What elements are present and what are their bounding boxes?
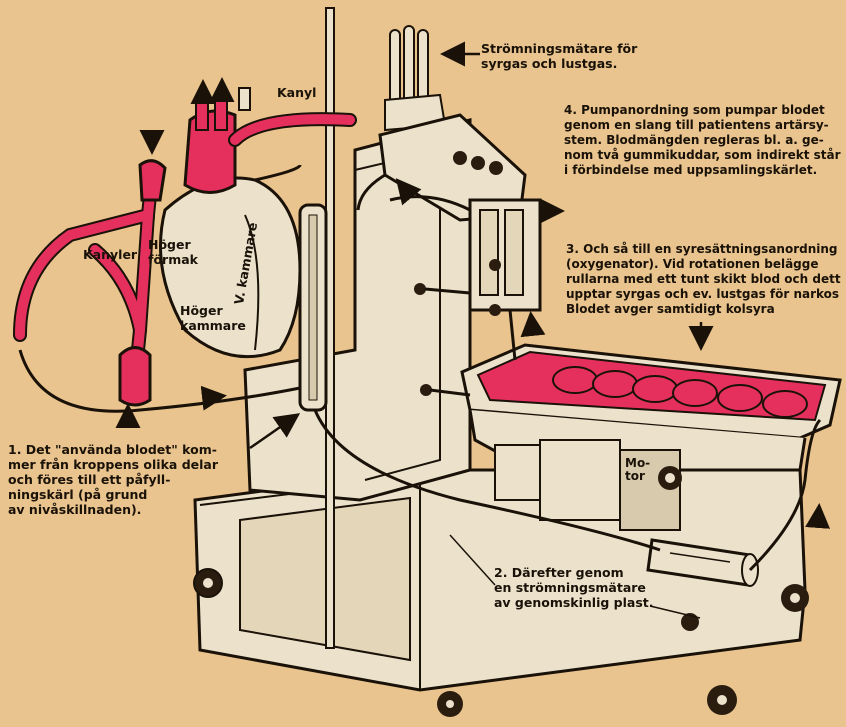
step-4-line3: stem. Blodmängden regleras bl. a. ge- bbox=[564, 133, 841, 148]
step-2-line3: av genomskinlig plast. bbox=[494, 595, 654, 610]
vena-cava-inferior bbox=[120, 348, 150, 406]
right-atrium-label-line1: Höger bbox=[148, 237, 198, 252]
step-4-line1: 4. Pumpanordning som pumpar blodet bbox=[564, 103, 841, 118]
step-1-line4: ningskärl (på grund bbox=[8, 487, 218, 502]
motor-label: Mo- tor bbox=[625, 457, 650, 483]
step-4-text: 4. Pumpanordning som pumpar blodet genom… bbox=[564, 103, 841, 178]
step-2-line2: en strömningsmätare bbox=[494, 580, 654, 595]
step-3-line2: (oxygenator). Vid rotationen belägge bbox=[566, 257, 841, 272]
right-atrium-label: Höger förmak bbox=[148, 237, 198, 267]
step-4-line5: i förbindelse med uppsamlingskärlet. bbox=[564, 163, 841, 178]
step-2-text: 2. Därefter genom en strömningsmätare av… bbox=[494, 565, 654, 610]
cannulas-label: Kanyler bbox=[83, 247, 137, 262]
right-ventricle-label-line1: Höger bbox=[180, 303, 246, 318]
step-1-text: 1. Det "använda blodet" kom- mer från kr… bbox=[8, 442, 218, 517]
step-1-line1: 1. Det "använda blodet" kom- bbox=[8, 442, 218, 457]
motor-label-line2: tor bbox=[625, 470, 650, 483]
step-3-line1: 3. Och så till en syresättningsanordning bbox=[566, 242, 841, 257]
gas-flowmeter-label-line1: Strömningsmätare för bbox=[481, 41, 637, 56]
step-2-line1: 2. Därefter genom bbox=[494, 565, 654, 580]
cannula-label: Kanyl bbox=[277, 85, 316, 100]
reservoir-cylinder bbox=[300, 205, 326, 410]
gas-flowmeter-label-line2: syrgas och lustgas. bbox=[481, 56, 637, 71]
step-1-line3: och föres till ett påfyll- bbox=[8, 472, 218, 487]
right-atrium-label-line2: förmak bbox=[148, 252, 198, 267]
gas-flowmeter bbox=[385, 26, 445, 130]
step-1-line2: mer från kroppens olika delar bbox=[8, 457, 218, 472]
step-1-line5: av nivåskillnaden). bbox=[8, 502, 218, 517]
step-3-line3: rullarna med ett tunt skikt blod och det… bbox=[566, 272, 841, 287]
step-3-line4: upptar syrgas och ev. lustgas för narkos bbox=[566, 287, 841, 302]
step-3-line5: Blodet avger samtidigt kolsyra bbox=[566, 302, 841, 317]
gas-flowmeter-label: Strömningsmätare för syrgas och lustgas. bbox=[481, 41, 637, 71]
step-4-line2: genom en slang till patientens artärsy- bbox=[564, 118, 841, 133]
right-ventricle-label: Höger kammare bbox=[180, 303, 246, 333]
right-ventricle-label-line2: kammare bbox=[180, 318, 246, 333]
step-3-text: 3. Och så till en syresättningsanordning… bbox=[566, 242, 841, 317]
step-4-line4: nom två gummikuddar, som indirekt står bbox=[564, 148, 841, 163]
vena-cava-superior bbox=[140, 161, 165, 200]
